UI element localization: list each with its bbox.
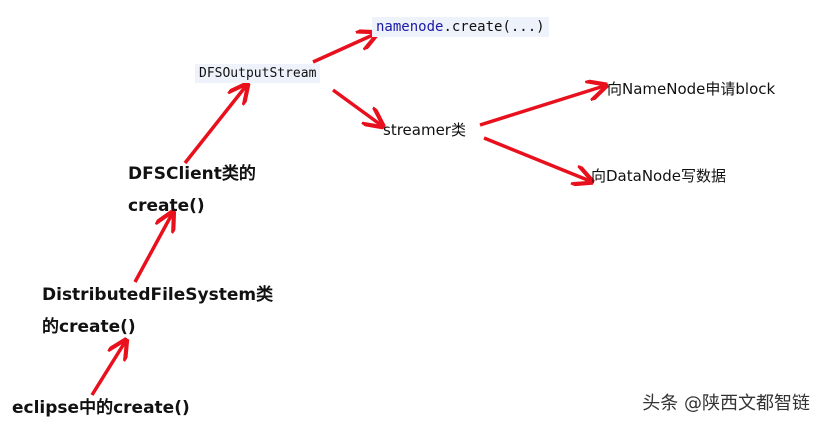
arrow-streamer-to-block [479, 86, 604, 127]
dfs-create-line2: 的create() [42, 317, 136, 337]
apply-block-label: 向NameNode申请block [607, 80, 776, 98]
dfsclient-create-line2: create() [128, 196, 205, 216]
dfs-create-line1: DistributedFileSystem类 [42, 285, 274, 305]
namenode-create-suffix: .create(...) [443, 19, 545, 35]
namenode-create-label: namenode.create(...) [372, 17, 549, 37]
dfsclient-create-line1: DFSClient类的 [128, 164, 256, 184]
dfsclient-create-label: DFSClient类的 create() [128, 158, 256, 222]
arrow-streamer-to-datanode [483, 136, 590, 181]
eclipse-create-label: eclipse中的create() [12, 398, 190, 418]
dfs-output-stream-label: DFSOutputStream [195, 64, 321, 83]
write-data-label: 向DataNode写数据 [591, 167, 726, 185]
arrow-client-to-outputstream [183, 86, 246, 165]
watermark: 头条 @陕西文都智链 [642, 393, 810, 414]
arrow-outputstream-to-namenode [312, 34, 375, 64]
dfs-create-label: DistributedFileSystem类 的create() [42, 279, 273, 343]
streamer-label: streamer类 [383, 121, 466, 139]
arrow-dfs-to-client [133, 214, 172, 283]
arrow-outputstream-to-streamer [331, 88, 381, 125]
namenode-create-prefix: namenode [376, 19, 444, 35]
arrow-eclipse-to-dfs [90, 342, 125, 396]
